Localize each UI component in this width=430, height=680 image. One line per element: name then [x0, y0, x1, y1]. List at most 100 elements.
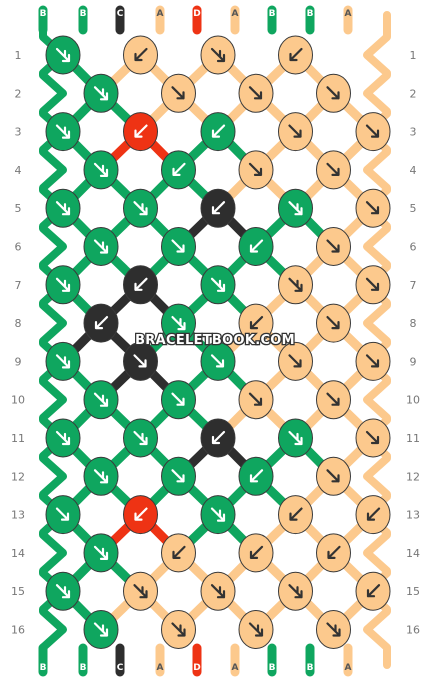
- knot-forward-backward[interactable]: [316, 610, 351, 649]
- row-number-left: 1: [15, 49, 22, 62]
- knot-forward[interactable]: [238, 73, 274, 113]
- knot-direction-icon: [133, 201, 148, 216]
- knot-direction-icon: [289, 507, 303, 521]
- knot-forward[interactable]: [316, 150, 351, 190]
- knot-backward[interactable]: [123, 35, 158, 75]
- knot-direction-icon: [55, 47, 71, 63]
- knot-forward[interactable]: [316, 73, 351, 113]
- knot-direction-icon: [248, 622, 264, 637]
- knot-direction-icon: [288, 584, 303, 599]
- knot-direction-icon: [211, 201, 226, 215]
- knot-direction-icon: [326, 316, 340, 330]
- knot-forward[interactable]: [238, 380, 274, 420]
- knot-direction-icon: [288, 430, 303, 446]
- knot-forward-backward[interactable]: [278, 188, 313, 228]
- knot-backward[interactable]: [123, 495, 158, 535]
- knot-backward[interactable]: [161, 533, 196, 573]
- knot-forward-backward[interactable]: [83, 150, 119, 190]
- knot-forward-backward[interactable]: [238, 610, 274, 649]
- top-strand-label: A: [232, 9, 239, 19]
- knot-backward[interactable]: [238, 533, 274, 573]
- knot-forward-backward[interactable]: [123, 418, 158, 458]
- knot-forward-backward[interactable]: [45, 35, 81, 75]
- knot-forward[interactable]: [355, 265, 391, 305]
- knot-direction-icon: [248, 86, 263, 100]
- knot-direction-icon: [211, 430, 226, 445]
- knot-forward-backward[interactable]: [83, 456, 119, 496]
- knot-forward[interactable]: [278, 341, 313, 381]
- knot-backward[interactable]: [238, 227, 274, 266]
- knot-forward[interactable]: [161, 456, 196, 496]
- knot-backward[interactable]: [278, 35, 313, 75]
- knot-forward[interactable]: [161, 73, 196, 113]
- knot-forward[interactable]: [355, 112, 391, 152]
- knot-forward-backward[interactable]: [45, 265, 81, 305]
- knot-forward-backward[interactable]: [278, 418, 313, 458]
- knot-backward[interactable]: [238, 456, 274, 496]
- knot-forward-backward[interactable]: [83, 73, 119, 113]
- knot-backward[interactable]: [200, 418, 236, 458]
- knot-forward[interactable]: [316, 303, 351, 343]
- bottom-strand-label: B: [307, 663, 314, 673]
- knot-forward[interactable]: [200, 341, 236, 381]
- knot-direction-icon: [171, 469, 185, 483]
- knot-forward[interactable]: [123, 341, 158, 381]
- knot-direction-icon: [93, 239, 109, 254]
- knot-forward-backward[interactable]: [123, 571, 158, 611]
- knot-backward[interactable]: [316, 533, 351, 573]
- knot-forward-backward[interactable]: [83, 533, 119, 573]
- row-number-left: 15: [11, 585, 25, 598]
- knot-forward-backward[interactable]: [200, 571, 236, 611]
- knot-backward[interactable]: [123, 265, 158, 305]
- knot-forward-backward[interactable]: [83, 227, 119, 266]
- knot-forward[interactable]: [316, 227, 351, 266]
- knot-direction-icon: [365, 201, 380, 215]
- knot-forward-backward[interactable]: [45, 418, 81, 458]
- knot-backward[interactable]: [355, 495, 391, 535]
- knot-forward-backward[interactable]: [45, 571, 81, 611]
- knot-backward[interactable]: [83, 303, 119, 343]
- knot-forward[interactable]: [316, 456, 351, 496]
- knot-direction-icon: [55, 277, 71, 292]
- knot-direction-icon: [171, 392, 185, 406]
- knot-forward-backward[interactable]: [83, 610, 119, 649]
- knot-forward-backward[interactable]: [200, 495, 236, 535]
- knot-backward[interactable]: [238, 303, 274, 343]
- knot-forward-backward[interactable]: [45, 112, 81, 152]
- knot-forward[interactable]: [278, 112, 313, 152]
- knot-direction-icon: [289, 47, 303, 62]
- knot-forward[interactable]: [316, 380, 351, 420]
- knot-forward[interactable]: [161, 227, 196, 266]
- knot-forward-backward[interactable]: [123, 188, 158, 228]
- knot-forward-backward[interactable]: [45, 341, 81, 381]
- knot-forward[interactable]: [161, 380, 196, 420]
- knot-forward-backward[interactable]: [278, 571, 313, 611]
- knot-forward-backward[interactable]: [200, 35, 236, 75]
- knot-direction-icon: [249, 545, 264, 560]
- knot-direction-icon: [93, 545, 109, 561]
- knot-forward[interactable]: [355, 188, 391, 228]
- knot-direction-icon: [326, 469, 340, 483]
- knot-forward-backward[interactable]: [161, 303, 196, 343]
- row-number-right: 16: [406, 624, 420, 637]
- knot-direction-icon: [55, 124, 71, 139]
- knot-backward[interactable]: [200, 188, 236, 228]
- knot-forward[interactable]: [355, 341, 391, 381]
- knot-forward-backward[interactable]: [83, 380, 119, 420]
- knot-backward[interactable]: [123, 112, 158, 152]
- knot-forward[interactable]: [238, 150, 274, 190]
- knot-direction-icon: [55, 201, 71, 216]
- knot-backward[interactable]: [278, 495, 313, 535]
- knot-forward-backward[interactable]: [278, 265, 313, 305]
- knot-backward[interactable]: [200, 112, 236, 152]
- knot-forward[interactable]: [355, 418, 391, 458]
- knot-forward[interactable]: [45, 495, 81, 535]
- knot-direction-icon: [133, 584, 148, 599]
- knot-backward[interactable]: [161, 150, 196, 190]
- knot-direction-icon: [93, 162, 109, 177]
- row-number-left: 3: [15, 126, 22, 139]
- knot-backward[interactable]: [355, 571, 391, 611]
- knot-forward-backward[interactable]: [45, 188, 81, 228]
- knot-forward-backward[interactable]: [161, 610, 196, 649]
- knot-forward-backward[interactable]: [200, 265, 236, 305]
